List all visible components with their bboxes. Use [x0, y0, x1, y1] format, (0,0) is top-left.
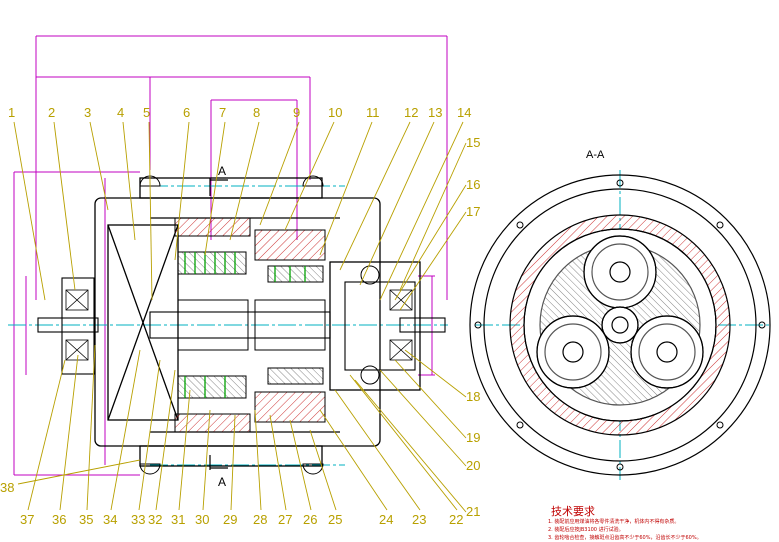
leader-lines [13, 121, 467, 513]
leader-line [53, 121, 76, 291]
leader-line [404, 349, 467, 398]
leader-line [229, 121, 260, 241]
part-label-21: 21 [466, 504, 480, 519]
part-label-15: 15 [466, 135, 480, 150]
part-label-1: 1 [8, 105, 15, 120]
leader-line [379, 121, 464, 301]
gear-blocks [174, 217, 326, 433]
leader-line [254, 409, 262, 511]
technical-requirements-list: 1. 装配前应用煤油将各零件清洗干净，机体内不得有杂质。 2. 装配后应按JB3… [548, 518, 778, 542]
note-item: 2. 装配后应按JB3100 进行试验。 [548, 527, 624, 533]
part-label-34: 34 [103, 512, 117, 527]
part-label-23: 23 [412, 512, 426, 527]
part-label-31: 31 [171, 512, 185, 527]
part-label-8: 8 [253, 105, 260, 120]
leader-line [269, 414, 287, 511]
leader-line [349, 374, 458, 511]
section-view-holes [474, 179, 766, 471]
part-label-18: 18 [466, 389, 480, 404]
section-marker-top: A [218, 164, 226, 178]
leader-line [339, 121, 411, 271]
leader-line [359, 121, 435, 286]
part-label-30: 30 [195, 512, 209, 527]
technical-requirements-title: 技术要求 [551, 505, 595, 518]
part-label-2: 2 [48, 105, 55, 120]
leader-line [89, 121, 109, 211]
leader-line [27, 359, 66, 511]
housing [94, 177, 421, 467]
gear-teeth [184, 252, 306, 398]
leader-line [399, 211, 467, 311]
part-label-7: 7 [219, 105, 226, 120]
part-label-24: 24 [379, 512, 393, 527]
leader-line [379, 369, 467, 467]
leader-line [148, 121, 153, 301]
part-label-10: 10 [328, 105, 342, 120]
part-label-4: 4 [117, 105, 124, 120]
part-label-12: 12 [404, 105, 418, 120]
section-view [469, 174, 771, 476]
part-label-36: 36 [52, 512, 66, 527]
part-label-28: 28 [253, 512, 267, 527]
part-label-20: 20 [466, 458, 480, 473]
part-label-22: 22 [449, 512, 463, 527]
part-label-9: 9 [293, 105, 300, 120]
leader-line [86, 344, 96, 511]
section-marker-bottom: A [218, 475, 226, 489]
leader-line [289, 419, 312, 511]
part-label-19: 19 [466, 430, 480, 445]
leader-line [284, 121, 335, 231]
leader-line [399, 142, 467, 291]
leader-line [13, 121, 46, 301]
part-label-13: 13 [428, 105, 442, 120]
note-item: 3. 齿轮啮合检查，接触斑点沿齿高不少于60%，沿齿长不少于60%。 [548, 535, 702, 541]
part-label-33: 33 [131, 512, 145, 527]
leader-line [309, 429, 337, 511]
part-label-32: 32 [148, 512, 162, 527]
part-label-11: 11 [366, 105, 380, 120]
leader-line [17, 459, 141, 485]
part-label-35: 35 [79, 512, 93, 527]
leader-line [174, 121, 190, 261]
leader-line [259, 121, 300, 226]
part-label-6: 6 [183, 105, 190, 120]
leader-line [354, 379, 467, 513]
bolts [139, 175, 380, 475]
leader-line [202, 409, 211, 511]
part-label-16: 16 [466, 177, 480, 192]
part-label-37: 37 [20, 512, 34, 527]
leader-line [59, 354, 79, 511]
part-label-14: 14 [457, 105, 471, 120]
part-label-29: 29 [223, 512, 237, 527]
part-label-26: 26 [303, 512, 317, 527]
part-label-27: 27 [278, 512, 292, 527]
leader-line [394, 184, 467, 301]
section-markers [209, 178, 228, 470]
leader-line [155, 369, 176, 511]
note-item: 1. 装配前应用煤油将各零件清洗干净，机体内不得有杂质。 [548, 519, 680, 525]
part-label-17: 17 [466, 204, 480, 219]
leader-line [334, 389, 421, 511]
part-label-5: 5 [143, 105, 150, 120]
bearings [65, 289, 413, 361]
leader-line [138, 359, 161, 511]
leader-line [319, 409, 388, 511]
part-label-38: 38 [0, 480, 14, 495]
dimension-lines [13, 35, 448, 476]
part-label-25: 25 [328, 512, 342, 527]
leader-line [394, 359, 467, 439]
leader-line [122, 121, 136, 241]
leader-line [110, 349, 141, 511]
leader-line [230, 414, 236, 511]
leader-line [319, 121, 373, 256]
leader-line [204, 121, 226, 256]
section-view-title: A-A [586, 149, 605, 161]
part-label-3: 3 [84, 105, 91, 120]
leader-line [178, 389, 191, 511]
